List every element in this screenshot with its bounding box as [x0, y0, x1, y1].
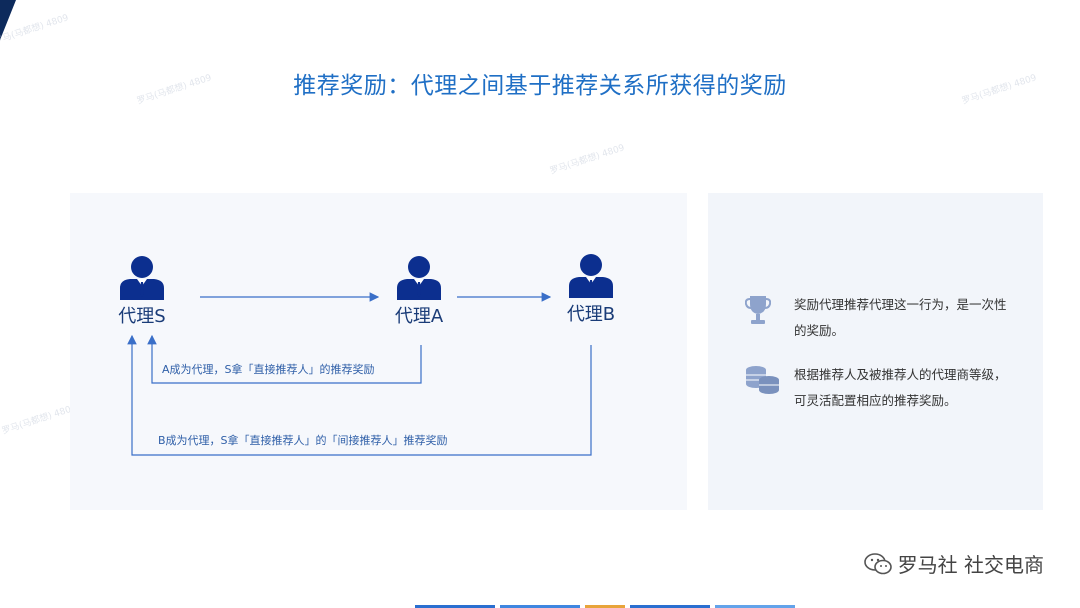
page-title: 推荐奖励：代理之间基于推荐关系所获得的奖励 [293, 73, 787, 99]
info-text: 根据推荐人及被推荐人的代理商等级，可灵活配置相应的推荐奖励。 [794, 367, 1007, 408]
agent-b-label: 代理B [566, 304, 616, 325]
diagram-panel [70, 193, 687, 510]
agent-a-label: 代理A [394, 306, 444, 327]
agent-s-label: 代理S [118, 306, 166, 327]
agent-a: 代理A [369, 254, 469, 328]
agent-s: 代理S [92, 254, 192, 328]
person-icon [569, 254, 613, 298]
note-direct-referral: A成为代理，S拿「直接推荐人」的推荐奖励 [162, 363, 375, 376]
trophy-icon [745, 296, 771, 324]
info-panel [708, 193, 1043, 510]
person-icon [120, 256, 164, 300]
wechat-icon [863, 552, 892, 574]
coins-icon [746, 366, 779, 394]
inner-feedback-line [147, 334, 422, 384]
brand-name: 罗马社 社交电商 [897, 553, 1044, 577]
bottom-color-bar [0, 604, 1080, 608]
corner-accent [0, 0, 16, 40]
info-text: 奖励代理推荐代理这一行为，是一次性的奖励。 [794, 297, 1007, 338]
outer-feedback-line [127, 334, 592, 456]
agent-b: 代理B [541, 252, 641, 326]
brand-footer: 罗马社 社交电商 [863, 549, 1044, 578]
person-icon [397, 256, 441, 300]
note-indirect-referral: B成为代理，S拿「直接推荐人」的「间接推荐人」推荐奖励 [158, 434, 448, 447]
